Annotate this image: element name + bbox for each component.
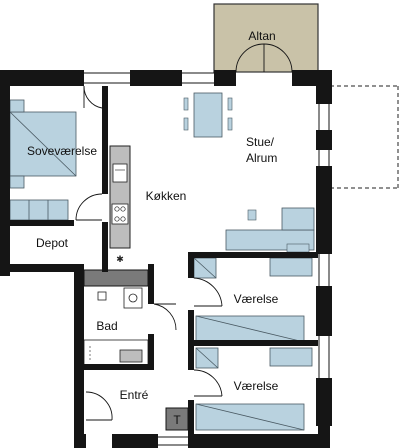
dining-table bbox=[183, 92, 233, 138]
kitchen-counter: ✱ bbox=[109, 145, 131, 265]
sofa bbox=[225, 207, 315, 253]
room-label-kokken: Køkken bbox=[146, 189, 187, 203]
t-box: T bbox=[165, 407, 189, 431]
room-label-depot: Depot bbox=[36, 236, 69, 250]
bathroom-fixtures bbox=[83, 269, 149, 367]
dashed-outline bbox=[330, 85, 399, 189]
vent-symbol: ✱ bbox=[116, 255, 124, 265]
t-box-label: T bbox=[173, 413, 181, 427]
room-label-altan: Altan bbox=[248, 29, 275, 43]
toilet-icon bbox=[128, 293, 138, 303]
room-label-vaerelse-2: Værelse bbox=[234, 379, 279, 393]
room-label-bad: Bad bbox=[96, 319, 117, 333]
bed-sovevaerelse bbox=[9, 99, 77, 189]
room-label-stue-line2: Alrum bbox=[246, 151, 277, 165]
balcony: Altan bbox=[213, 3, 319, 73]
room-label-stue-line1: Stue/ bbox=[246, 135, 275, 149]
furniture-vaerelse-1 bbox=[193, 257, 313, 343]
furniture-vaerelse-2 bbox=[195, 347, 313, 431]
balcony-area bbox=[213, 3, 319, 73]
room-label-entre: Entré bbox=[120, 388, 149, 402]
windows bbox=[84, 72, 330, 446]
room-label-sovevaerelse: Soveværelse bbox=[27, 144, 97, 158]
wardrobe-sovevaerelse bbox=[9, 199, 69, 221]
room-label-vaerelse-1: Værelse bbox=[234, 292, 279, 306]
walls bbox=[0, 70, 332, 448]
doors bbox=[75, 43, 293, 421]
